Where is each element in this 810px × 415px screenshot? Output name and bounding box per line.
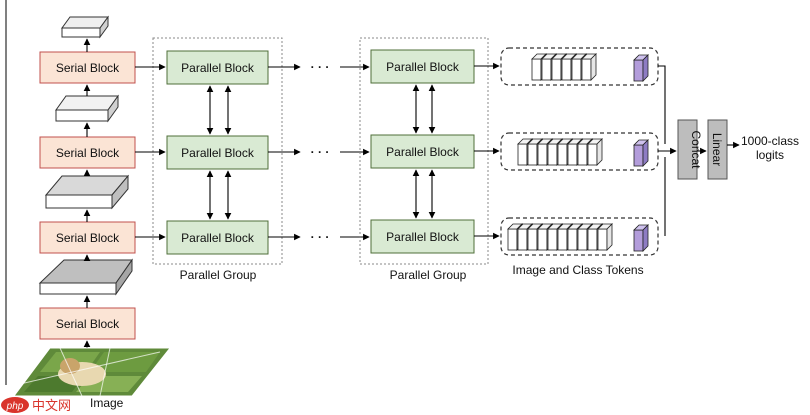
concat-block: Concat (677, 119, 703, 180)
group-connections (268, 63, 370, 241)
parallel-group-1-label: Parallel Group (180, 268, 257, 282)
output-label-line1: 1000-class (741, 134, 799, 148)
parallel-block-g2-r2: Parallel Block (370, 134, 475, 169)
class-token (633, 139, 649, 167)
concat-label: Concat (689, 130, 703, 169)
ellipsis-row-1: · · · (311, 60, 330, 74)
serial-block-2: Serial Block (39, 136, 136, 169)
image-token (597, 223, 613, 251)
serial-block-label: Serial Block (56, 146, 120, 160)
cross-scale-arrows-g2 (412, 84, 436, 219)
serial-block-3: Serial Block (39, 221, 136, 254)
parallel-block-label: Parallel Block (181, 61, 255, 75)
serial-block-label: Serial Block (56, 317, 120, 331)
feature-map-2 (55, 94, 119, 123)
input-image: Image (13, 347, 172, 410)
parallel-block-g2-r1: Parallel Block (370, 49, 475, 84)
feature-map-1 (61, 15, 109, 39)
class-token (633, 224, 649, 252)
ellipsis-row-2: · · · (311, 145, 330, 159)
output-label-line2: logits (756, 148, 784, 162)
parallel-block-g2-r3: Parallel Block (370, 219, 475, 254)
svg-text:php: php (6, 401, 24, 412)
feature-map-3 (44, 174, 130, 210)
feature-map-4 (38, 258, 133, 296)
token-group-3 (500, 217, 659, 256)
serial-block-4: Serial Block (39, 307, 136, 340)
ellipsis-row-3: · · · (311, 230, 330, 244)
serial-to-parallel-arrows (135, 63, 166, 241)
parallel-block-label: Parallel Block (181, 146, 255, 160)
parallel-to-tokens-arrows (474, 62, 500, 240)
parallel-block-label: Parallel Block (386, 230, 460, 244)
parallel-block-label: Parallel Block (386, 145, 460, 159)
watermark-logo: php 中文网 (1, 397, 71, 414)
image-token (587, 138, 603, 166)
parallel-block-g1-r3: Parallel Block (166, 220, 269, 255)
linear-block: Linear (707, 119, 728, 180)
input-image-label: Image (90, 396, 124, 410)
serial-block-label: Serial Block (56, 61, 120, 75)
parallel-group-1 (152, 37, 283, 265)
parallel-group-2-label: Parallel Group (390, 268, 467, 282)
svg-text:中文网: 中文网 (32, 399, 71, 414)
parallel-block-g1-r1: Parallel Block (166, 50, 269, 85)
linear-label: Linear (710, 133, 724, 166)
cross-scale-arrows-g1 (206, 85, 232, 220)
tokens-to-concat-lines (658, 65, 677, 236)
image-class-tokens-label: Image and Class Tokens (512, 263, 643, 277)
image-token (581, 53, 597, 81)
parallel-block-label: Parallel Block (386, 60, 460, 74)
class-token (633, 54, 649, 82)
parallel-block-g1-r2: Parallel Block (166, 135, 269, 170)
serial-block-1: Serial Block (39, 51, 136, 84)
image-tokens (507, 53, 649, 252)
parallel-block-label: Parallel Block (181, 231, 255, 245)
serial-block-label: Serial Block (56, 231, 120, 245)
